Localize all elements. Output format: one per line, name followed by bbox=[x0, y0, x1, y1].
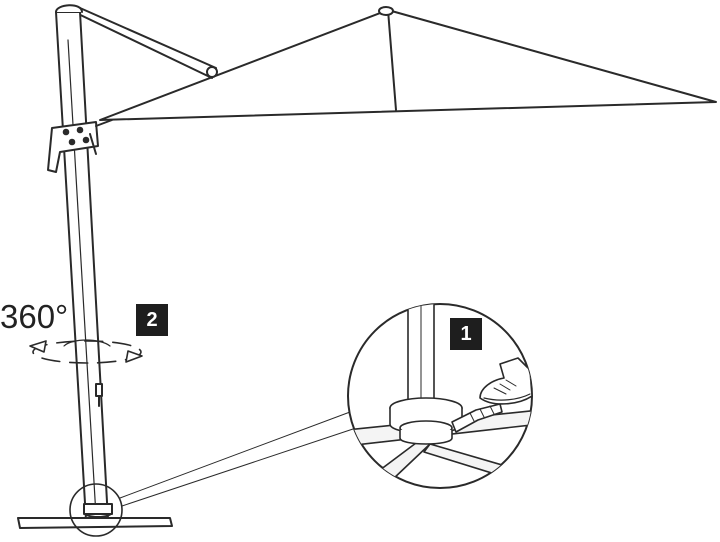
umbrella-pole bbox=[55, 4, 109, 521]
rotation-arrows-icon bbox=[29, 339, 143, 364]
magnified-base-detail bbox=[347, 303, 533, 489]
hinge-bracket bbox=[47, 119, 113, 173]
step-badge-2: 2 bbox=[136, 304, 168, 336]
zoom-leader-lines bbox=[119, 411, 357, 507]
umbrella-canopy bbox=[99, 6, 717, 121]
rotation-degree-label: 360° bbox=[0, 298, 69, 335]
cross-base bbox=[17, 503, 173, 529]
detail-callout-circle bbox=[69, 483, 123, 537]
rotation-knob bbox=[95, 383, 103, 407]
umbrella-support-arm bbox=[69, 7, 218, 79]
step-badge-1: 1 bbox=[450, 318, 482, 350]
